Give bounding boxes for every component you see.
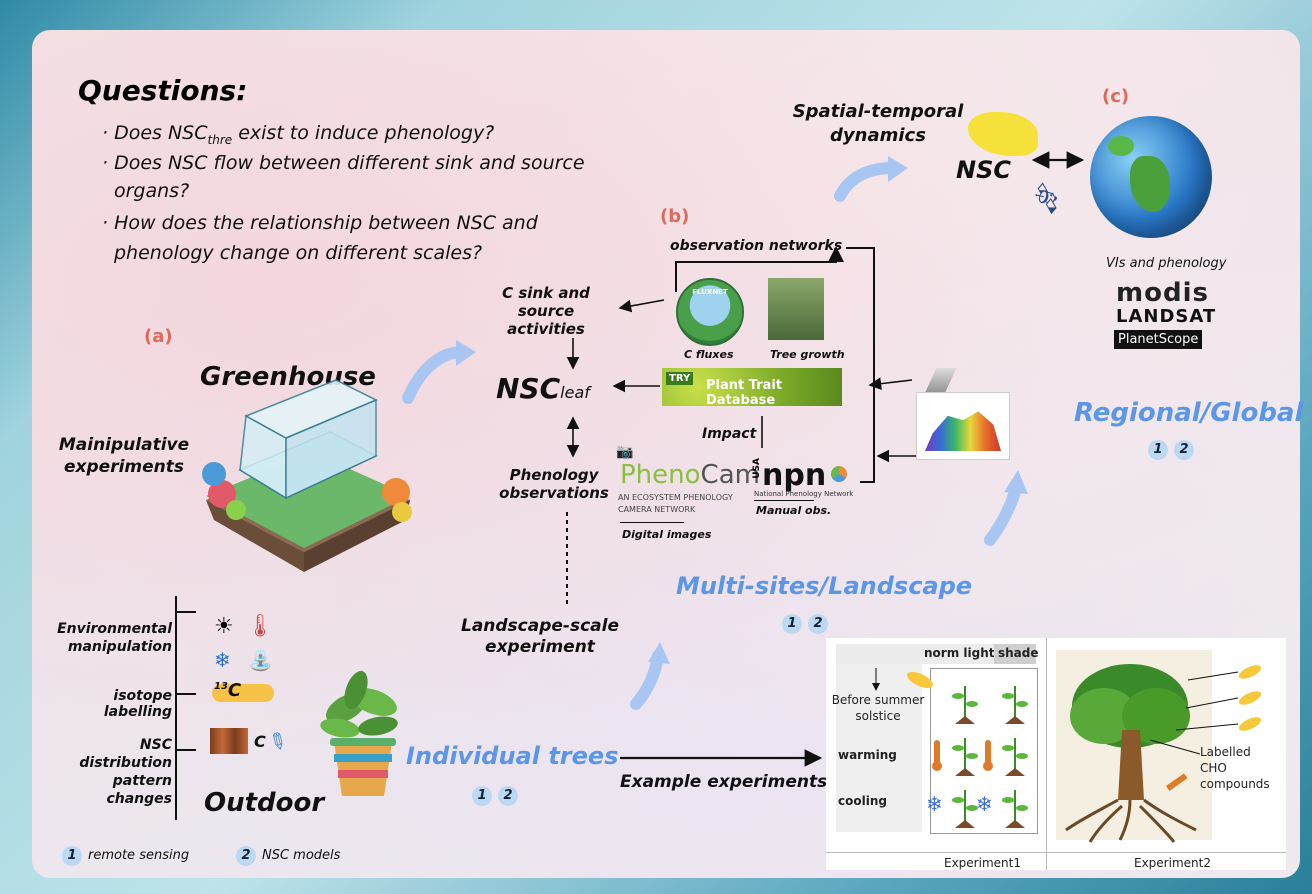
npn-flower-icon [831, 466, 848, 482]
landscape-label: Landscape-scale experiment [460, 616, 620, 657]
nsc-right-label: NSC [956, 156, 1011, 184]
planetscope-logo: PlanetScope [1114, 330, 1203, 349]
sun-icon: ☀ [214, 614, 234, 639]
c-sink-label: C sink and source activities [502, 284, 590, 338]
globe-icon [1090, 116, 1212, 238]
experiment2-label: Experiment2 [1134, 856, 1211, 870]
question-3-cont: phenology change on different scales? [114, 242, 483, 264]
c13-label: 13C [214, 680, 242, 701]
question-3: · How does the relationship between NSC … [102, 212, 538, 234]
wood-section-icon [210, 728, 248, 754]
hand-icon-1 [1238, 665, 1262, 679]
phenocam-logo: PhenoCam [620, 460, 760, 490]
thermometer-icon-2 [985, 740, 991, 764]
seedling-row-1 [952, 686, 1028, 724]
cooling-label: cooling [838, 794, 887, 808]
manual-obs-label: Manual obs. [756, 504, 832, 517]
hand-light-icon [907, 671, 933, 689]
norm-light-label: norm light [924, 646, 995, 660]
obs-networks-label: observation networks [670, 238, 843, 254]
labelled-cho-label: Labelled CHO compounds [1200, 745, 1270, 791]
thermometer-icon-1 [934, 740, 940, 764]
question-2-cont: organs? [114, 180, 190, 202]
question-1: · Does NSCthre exist to induce phenology… [102, 122, 495, 147]
c-plain-label: C [254, 732, 266, 751]
outdoor-title: Outdoor [204, 788, 325, 818]
isotope-bar [212, 684, 274, 702]
phenology-obs-label: Phenology observations [499, 466, 609, 502]
modis-logo: modis [1116, 278, 1209, 308]
loop-right [846, 247, 875, 483]
hand-icon-2 [1238, 691, 1262, 705]
impact-label: Impact [702, 426, 757, 442]
shade-label: shade [998, 646, 1039, 660]
landsat-logo: LANDSAT [1116, 306, 1217, 327]
manipulative-label: Mainipulative experiments [58, 435, 190, 477]
isotope-label: isotope labelling [103, 688, 172, 720]
questions-title: Questions: [78, 74, 248, 107]
seedling-row-3 [952, 790, 1028, 828]
multisites-title: Multi-sites/Landscape [676, 572, 973, 600]
env-manip-label: Environmental manipulation [57, 621, 172, 655]
tree-growth-photo [768, 278, 824, 340]
warming-label: warming [838, 748, 897, 762]
label-a: (a) [144, 326, 173, 347]
thermometer-icon: 🌡 [246, 614, 274, 639]
watering-can-icon: ⛲ [248, 648, 273, 672]
blue-arrow-2 [834, 162, 898, 202]
question-2: · Does NSC flow between different sink a… [102, 152, 585, 174]
seedling-row-2 [952, 738, 1028, 776]
c-fluxes-label: C fluxes [684, 348, 734, 361]
digital-images-label: Digital images [622, 528, 712, 541]
syringe-icon-exp2 [1165, 773, 1188, 791]
example-experiments-label: Example experiments [620, 772, 828, 792]
phenocam-subtitle: AN ECOSYSTEM PHENOLOGY CAMERA NETWORK [618, 493, 733, 514]
blue-arrow-1 [402, 346, 468, 404]
before-solstice-label: Before summer solstice [831, 693, 925, 723]
loop-top [675, 246, 844, 292]
label-b: (b) [660, 206, 690, 227]
nsc-dist-label: NSC distribution pattern changes [79, 737, 172, 807]
label-c: (c) [1102, 86, 1130, 107]
hand-icon-3 [1238, 717, 1262, 731]
plant-trait-database-banner: TRY Plant Trait Database [662, 368, 842, 408]
npn-subtitle: National Phenology Network [754, 490, 854, 498]
camera-icon: 📷 [616, 444, 634, 460]
vis-phenology-label: VIs and phenology [1106, 256, 1227, 271]
arrow-to-csink [618, 299, 665, 313]
usa-npn-logo: USAnpn [752, 458, 848, 493]
snowflake-icon-2: ❄ [976, 792, 993, 816]
spatial-temporal-label: Spatial-temporal dynamics [792, 101, 964, 146]
tree-growth-label: Tree growth [770, 348, 845, 361]
fluxnet-logo: FLUXNET [676, 278, 744, 346]
experiment1-label: Experiment1 [944, 856, 1021, 870]
regional-global-title: Regional/Global [1074, 398, 1304, 428]
questions-title-text: Questions [78, 74, 237, 107]
spectrum-chart-thumbnail [916, 392, 1010, 460]
snowflake-icon: ❄ [214, 648, 231, 672]
snowflake-icon-1: ❄ [926, 792, 943, 816]
nsc-leaf-label: NSCleaf [496, 372, 590, 405]
individual-trees-title: Individual trees [406, 742, 619, 770]
